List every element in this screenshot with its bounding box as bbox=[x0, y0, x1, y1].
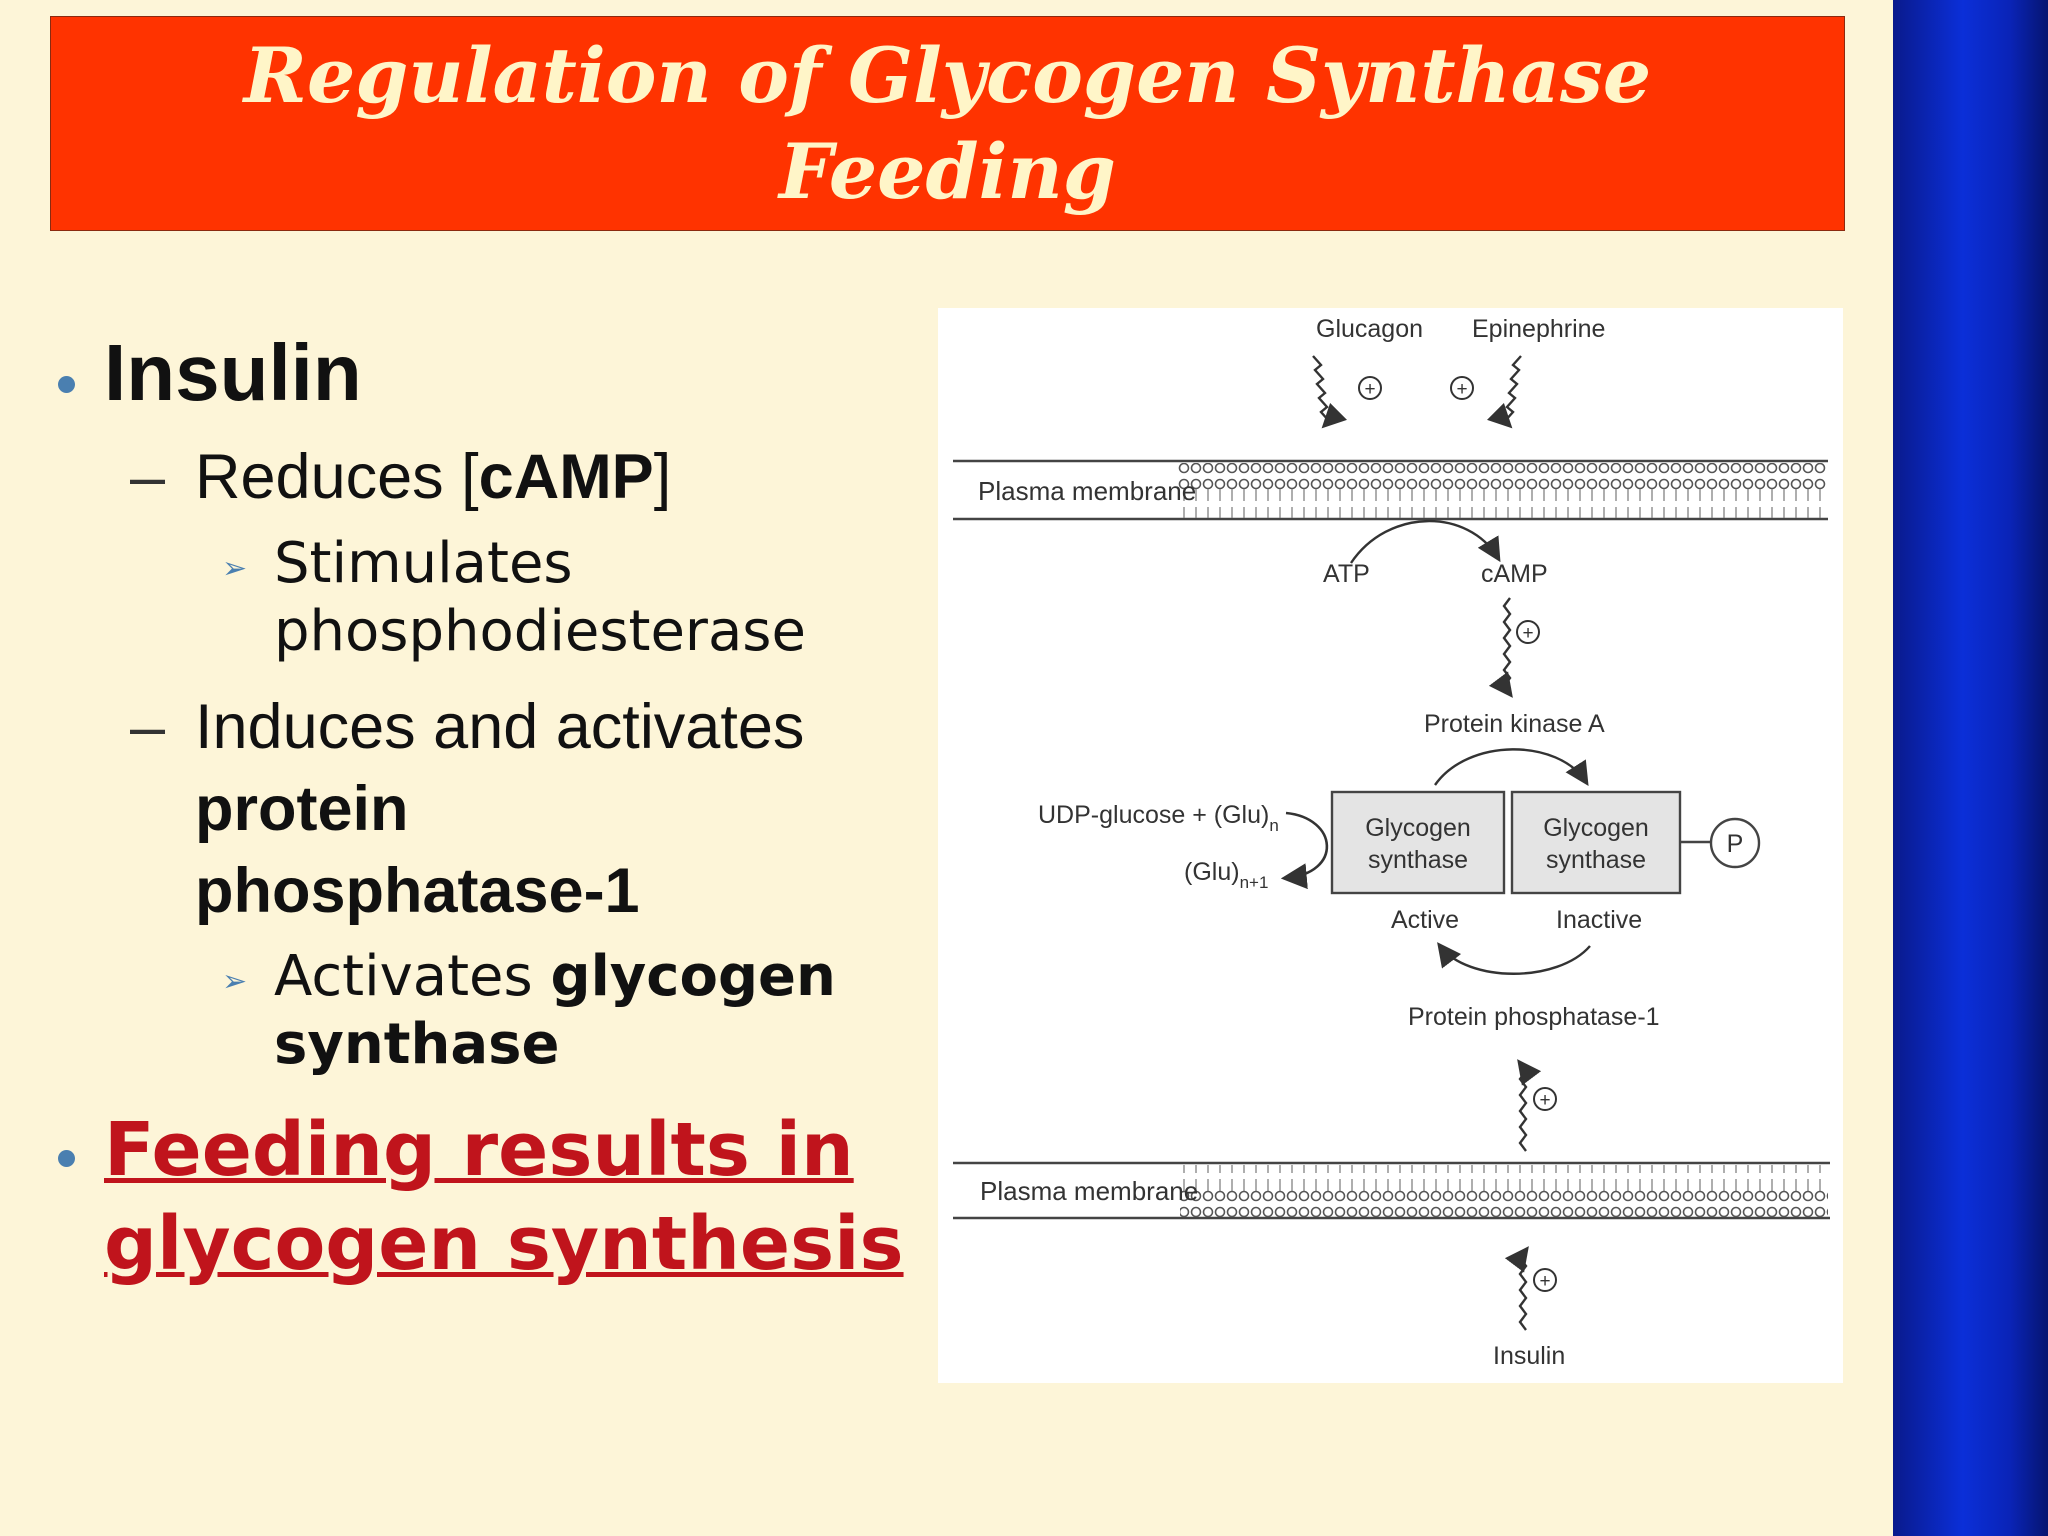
subsub-stimulates-line1: Stimulates bbox=[274, 531, 573, 596]
activates-glycogen-bold: glycogen bbox=[550, 944, 836, 1009]
sub-induces-line3: phosphatase-1 bbox=[195, 856, 640, 926]
subsub-stimulates-line2: phosphodiesterase bbox=[274, 599, 806, 664]
label-glucagon: Glucagon bbox=[1316, 315, 1423, 343]
plus-sign-icon: + bbox=[1516, 620, 1540, 644]
sub-reduces-camp: Reduces [cAMP] bbox=[195, 436, 671, 518]
svg-text:P: P bbox=[1727, 830, 1744, 858]
svg-text:Glycogen: Glycogen bbox=[1543, 814, 1649, 842]
side-decoration-bar bbox=[1893, 0, 2048, 1536]
activates-prefix: Activates bbox=[274, 944, 551, 1009]
label-active: Active bbox=[1391, 906, 1459, 934]
dash-marker: – bbox=[130, 692, 166, 762]
arrow-bullet-icon: ➢ bbox=[222, 552, 248, 585]
reduces-prefix: Reduces [ bbox=[195, 442, 479, 512]
wavy-arrow-glucagon bbox=[1312, 355, 1348, 429]
wavy-arrow-insulin bbox=[1504, 1246, 1529, 1331]
plus-sign-icon: + bbox=[1533, 1268, 1557, 1292]
label-glu-n1: (Glu)n+1 bbox=[1184, 858, 1268, 892]
label-camp: cAMP bbox=[1481, 560, 1548, 588]
svg-text:+: + bbox=[1539, 1271, 1550, 1292]
sub-induces-line2: protein bbox=[195, 774, 409, 844]
reduces-suffix: ] bbox=[653, 442, 672, 512]
slide-title-line-2: Feeding bbox=[779, 126, 1116, 216]
svg-text:synthase: synthase bbox=[1546, 846, 1646, 874]
plasma-membrane-bottom: Plasma membrane bbox=[953, 1161, 1830, 1220]
plus-sign-icon: + bbox=[1450, 376, 1474, 400]
subsub-activates-line1: Activates glycogen bbox=[274, 943, 836, 1011]
svg-text:synthase: synthase bbox=[1368, 846, 1468, 874]
label-plasma-membrane-bottom: Plasma membrane bbox=[980, 1176, 1198, 1206]
glycogen-synthase-inactive-box: Glycogen synthase bbox=[1510, 790, 1682, 895]
plus-sign-icon: + bbox=[1358, 376, 1382, 400]
arrow-atp-camp bbox=[1350, 519, 1501, 564]
bullet-dot bbox=[58, 1150, 75, 1167]
label-insulin: Insulin bbox=[1493, 1342, 1565, 1370]
svg-text:+: + bbox=[1522, 623, 1533, 644]
plus-sign-icon: + bbox=[1533, 1087, 1557, 1111]
wavy-arrow-epinephrine bbox=[1486, 355, 1522, 429]
label-protein-phosphatase-1: Protein phosphatase-1 bbox=[1408, 1003, 1660, 1031]
reduces-camp-bold: cAMP bbox=[478, 442, 654, 512]
slide-title-banner: Regulation of Glycogen Synthase Feeding bbox=[50, 16, 1845, 231]
plasma-membrane-top: Plasma membrane bbox=[953, 459, 1828, 521]
sub-induces-line1: Induces and activates bbox=[195, 692, 805, 762]
label-inactive: Inactive bbox=[1556, 906, 1642, 934]
subsub-activates-line2: synthase bbox=[274, 1012, 560, 1077]
wavy-arrow-camp-pka bbox=[1488, 597, 1513, 698]
regulation-diagram: Glucagon Epinephrine + + Plasma membrane… bbox=[938, 308, 1843, 1383]
wavy-arrow-to-pp1 bbox=[1517, 1059, 1542, 1152]
dash-marker: – bbox=[130, 442, 166, 512]
svg-text:Glycogen: Glycogen bbox=[1365, 814, 1471, 842]
arrow-glycogen-elongation bbox=[1280, 811, 1329, 890]
arrow-pka-phosphorylation bbox=[1434, 748, 1589, 787]
label-protein-kinase-a: Protein kinase A bbox=[1424, 710, 1605, 738]
slide-title-line-1: Regulation of Glycogen Synthase bbox=[243, 30, 1652, 120]
svg-text:+: + bbox=[1456, 379, 1467, 400]
bullet-dot bbox=[58, 376, 75, 393]
phosphate-group-icon: P bbox=[1709, 817, 1761, 869]
feeding-line2: glycogen synthesis bbox=[104, 1201, 904, 1287]
svg-text:+: + bbox=[1539, 1090, 1550, 1111]
arrow-bullet-icon: ➢ bbox=[222, 965, 248, 998]
glycogen-synthase-active-box: Glycogen synthase bbox=[1330, 790, 1506, 895]
label-atp: ATP bbox=[1323, 560, 1370, 588]
label-udp-glucose: UDP-glucose + (Glu)n bbox=[1038, 801, 1279, 835]
label-plasma-membrane-top: Plasma membrane bbox=[978, 476, 1196, 506]
svg-text:+: + bbox=[1364, 379, 1375, 400]
label-epinephrine: Epinephrine bbox=[1472, 315, 1605, 343]
arrow-pp1-dephosphorylation bbox=[1437, 942, 1591, 975]
bullet-insulin: Insulin bbox=[104, 328, 362, 417]
feeding-line1: Feeding results in bbox=[104, 1107, 854, 1193]
